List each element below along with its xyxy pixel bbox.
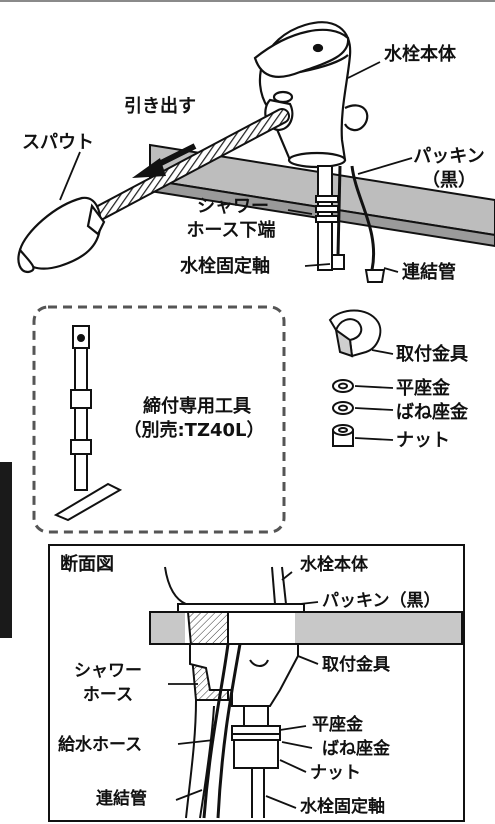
mounting-bracket-label: 取付金具 xyxy=(396,344,468,365)
shower-hose-label-line2: ホース下端 xyxy=(186,220,276,241)
connecting-pipe-label: 連結管 xyxy=(402,262,456,283)
faucet-body-label: 水栓本体 xyxy=(384,44,456,65)
tool-name-label: 締付専用工具 xyxy=(143,396,251,417)
section-mounting-bracket-label: 取付金具 xyxy=(322,655,390,675)
flat-washer-label: 平座金 xyxy=(396,378,450,399)
section-fixing-shaft-label: 水栓固定軸 xyxy=(300,797,385,817)
shower-hose-label-line1: シャワー xyxy=(197,196,269,217)
top-rule xyxy=(0,0,495,2)
under-counter-parts xyxy=(315,165,386,283)
pull-direction-arrow xyxy=(132,143,197,178)
side-tab-marker xyxy=(0,462,12,638)
section-faucet-body-label: 水栓本体 xyxy=(300,555,368,575)
section-packing-label: パッキン（黒） xyxy=(322,591,441,611)
section-title: 断面図 xyxy=(60,554,114,575)
spring-washer-label: ばね座金 xyxy=(396,402,468,423)
fixing-shaft-label: 水栓固定軸 xyxy=(180,256,270,277)
section-flat-washer-label: 平座金 xyxy=(312,715,363,735)
pull-out-hose-shape xyxy=(82,108,290,226)
spring-washer-shape xyxy=(332,401,354,415)
tool-sold-separately-label: （別売:TZ40L） xyxy=(123,420,265,441)
pull-out-label: 引き出す xyxy=(124,96,196,117)
section-box-border xyxy=(48,544,465,822)
packing-label-line2: （黒） xyxy=(422,170,476,191)
parts-leader-lines xyxy=(354,349,394,441)
tool-box-border xyxy=(32,305,286,534)
section-shower-hose-label-line1: シャワー xyxy=(74,661,142,681)
flat-washer-shape xyxy=(332,379,354,393)
packing-label-line1: パッキン xyxy=(413,146,485,167)
section-spring-washer-label: ばね座金 xyxy=(322,739,390,759)
spout-label: スパウト xyxy=(22,132,94,153)
mounting-bracket-shape xyxy=(328,309,382,358)
section-shower-hose-label-line2: ホース xyxy=(82,685,134,705)
section-nut-label: ナット xyxy=(310,763,361,783)
section-view-shape xyxy=(149,566,463,819)
section-connecting-pipe-label: 連結管 xyxy=(96,789,147,809)
section-supply-hose-label: 給水ホース xyxy=(58,735,143,755)
top-leader-lines xyxy=(59,61,413,273)
section-leader-lines xyxy=(168,571,319,809)
nut-shape xyxy=(332,424,354,447)
spout-head-shape xyxy=(17,196,106,274)
faucet-body-shape xyxy=(253,21,369,169)
tightening-tool-shape xyxy=(53,325,123,522)
nut-label: ナット xyxy=(396,430,450,451)
